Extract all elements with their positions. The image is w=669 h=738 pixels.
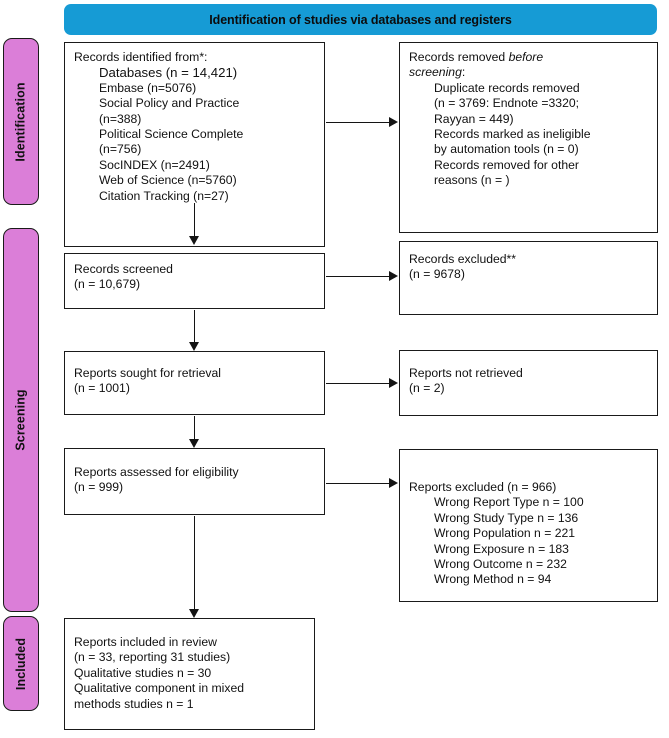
qualitative-mixed-line2: methods studies n = 1 [74,696,194,711]
source-political-science-complete: Political Science Complete [99,127,244,142]
records-excluded-count: (n = 9678) [409,267,465,282]
connector-assessed-to-reports-excluded [326,483,390,484]
box-reports-assessed: Reports assessed for eligibility (n = 99… [64,448,325,515]
phase-bar-screening: Screening [3,228,39,612]
duplicate-records-detail-endnote: (n = 3769: Endnote =3320; [434,96,580,111]
records-excluded-label: Records excluded** [409,252,517,266]
box-records-removed-before-screening: Records removed before screening: Duplic… [399,42,658,233]
source-social-policy-practice: Social Policy and Practice [99,96,240,111]
reason-wrong-population: Wrong Population n = 221 [434,526,576,541]
reports-assessed-count: (n = 999) [74,480,124,495]
records-removed-title-colon: : [461,65,466,80]
connector-identified-to-removed [326,122,390,123]
reports-included-count: (n = 33, reporting 31 studies) [74,650,231,665]
source-web-of-science: Web of Science (n=5760) [99,173,237,188]
connector-sought-to-assessed [194,416,195,440]
records-ineligible-automation-line1: Records marked as ineligible [434,127,591,142]
source-political-science-complete-n: (n=756) [99,142,142,157]
records-removed-title-line2: screening: [409,65,649,80]
box-records-excluded: Records excluded** (n = 9678) [399,241,658,315]
reason-wrong-study-type: Wrong Study Type n = 136 [434,510,579,525]
reports-assessed-label: Reports assessed for eligibility [74,465,239,479]
records-identified-title: Records identified from*: [74,50,208,64]
arrow-right-icon-sought-to-not-retrieved [389,378,398,388]
reason-wrong-exposure: Wrong Exposure n = 183 [434,541,569,556]
box-records-screened: Records screened (n = 10,679) [64,253,325,309]
records-removed-other-line1: Records removed for other [434,157,579,172]
source-embase: Embase (n=5076) [99,80,197,95]
source-social-policy-practice-n: (n=388) [99,111,142,126]
box-reports-excluded: Reports excluded (n = 966) Wrong Report … [399,449,658,602]
records-removed-title-line1: Records removed before [409,50,649,65]
reports-sought-label: Reports sought for retrieval [74,366,221,380]
source-socindex: SocINDEX (n=2491) [99,157,210,172]
phase-label-identification: Identification [14,81,28,162]
qualitative-mixed-line1: Qualitative component in mixed [74,681,245,696]
arrow-down-icon-screened-to-sought [189,342,199,351]
reports-not-retrieved-count: (n = 2) [409,381,445,396]
connector-identified-to-screened [194,203,195,237]
arrow-down-icon-sought-to-assessed [189,439,199,448]
records-screened-count: (n = 10,679) [74,277,141,292]
records-ineligible-automation-line2: by automation tools (n = 0) [434,142,579,157]
reason-wrong-report-type: Wrong Report Type n = 100 [434,495,584,510]
connector-screened-to-excluded [326,276,390,277]
box-reports-included-in-review: Reports included in review (n = 33, repo… [64,618,315,730]
reports-not-retrieved-label: Reports not retrieved [409,366,523,380]
phase-label-included: Included [14,637,29,690]
diagram-header-banner: Identification of studies via databases … [64,4,657,35]
duplicate-records-detail-rayyan: Rayyan = 449) [434,111,514,126]
connector-assessed-to-included [194,516,195,610]
arrow-right-icon-screened-to-excluded [389,271,398,281]
records-removed-title-before: before [508,50,544,64]
box-reports-sought: Reports sought for retrieval (n = 1001) [64,351,325,415]
connector-screened-to-sought [194,310,195,343]
qualitative-studies-count: Qualitative studies n = 30 [74,665,212,680]
duplicate-records-removed: Duplicate records removed [434,80,580,95]
phase-bar-identification: Identification [3,38,39,205]
arrow-down-icon-identified-to-screened [189,236,199,245]
phase-label-screening: Screening [14,389,28,451]
records-identified-databases: Databases (n = 14,421) [99,65,238,81]
reports-included-label: Reports included in review [74,635,217,649]
reason-wrong-outcome: Wrong Outcome n = 232 [434,557,567,572]
box-records-identified: Records identified from*: Databases (n =… [64,42,325,247]
source-citation-tracking: Citation Tracking (n=27) [99,188,229,203]
reason-wrong-method: Wrong Method n = 94 [434,572,552,587]
records-removed-title-text: Records removed [409,50,509,64]
arrow-right-icon-identified-to-removed [389,117,398,127]
records-removed-other-line2: reasons (n = ) [434,173,510,188]
records-screened-label: Records screened [74,262,173,276]
reports-excluded-title: Reports excluded (n = 966) [409,480,557,494]
connector-sought-to-not-retrieved [326,383,390,384]
box-reports-not-retrieved: Reports not retrieved (n = 2) [399,350,658,416]
arrow-right-icon-assessed-to-reports-excluded [389,478,398,488]
diagram-header-title: Identification of studies via databases … [209,12,512,27]
reports-sought-count: (n = 1001) [74,381,130,396]
records-removed-title-screening: screening [409,65,462,80]
arrow-down-icon-assessed-to-included [189,609,199,618]
phase-bar-included: Included [3,616,39,711]
